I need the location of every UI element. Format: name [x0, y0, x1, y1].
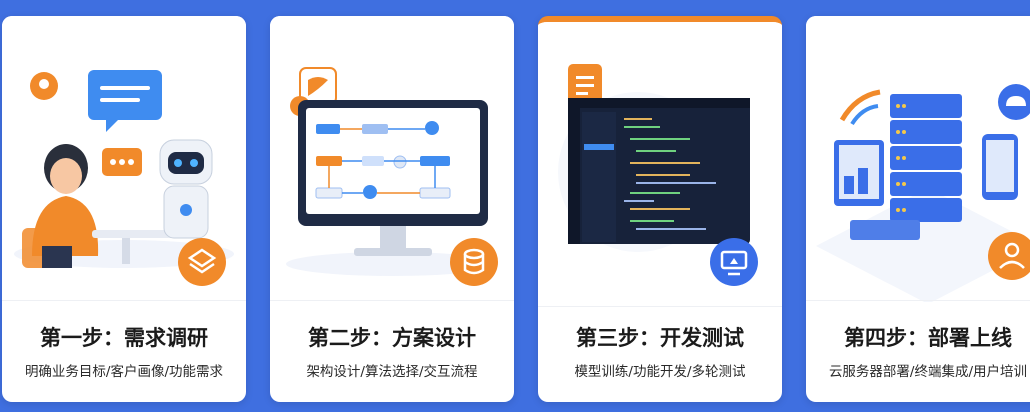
step-card-1: 第一步：需求调研 明确业务目标/客户画像/功能需求	[2, 16, 246, 402]
step-subtitle: 云服务器部署/终端集成/用户培训	[828, 364, 1028, 380]
cloud-icon	[998, 84, 1030, 120]
card-divider	[806, 300, 1030, 301]
monitor-illustration	[298, 100, 488, 256]
robot-illustration	[159, 139, 213, 239]
speech-bubble-icon	[88, 70, 162, 132]
desktop-illustration	[834, 140, 884, 206]
card-divider	[538, 306, 782, 307]
step-card-4: 第四步：部署上线 云服务器部署/终端集成/用户培训	[806, 16, 1030, 402]
layers-icon	[178, 238, 226, 286]
deployment-illustration	[806, 16, 1030, 302]
location-pin-icon	[30, 72, 58, 100]
clipboard-icon	[568, 64, 602, 104]
step-title: 第四步：部署上线	[844, 326, 1012, 350]
chat-bubble-icon	[102, 148, 142, 176]
step-card-3: 第三步：开发测试 模型训练/功能开发/多轮测试	[538, 16, 782, 402]
monitor-icon	[710, 238, 758, 286]
step-subtitle: 架构设计/算法选择/交互流程	[306, 364, 478, 380]
step-card-2: 第二步：方案设计 架构设计/算法选择/交互流程	[270, 16, 514, 402]
step-title: 第三步：开发测试	[576, 326, 744, 350]
development-illustration	[538, 22, 782, 302]
phone-illustration	[982, 134, 1018, 200]
server-rack-illustration	[890, 94, 962, 222]
flowchart-diagram	[315, 121, 451, 199]
card-divider	[270, 300, 514, 301]
code-editor-illustration	[568, 98, 750, 244]
database-icon	[450, 238, 498, 286]
step-title: 第一步：需求调研	[40, 326, 208, 350]
requirements-illustration	[2, 16, 246, 302]
wifi-icon	[839, 89, 881, 126]
step-subtitle: 模型训练/功能开发/多轮测试	[574, 364, 746, 380]
step-title: 第二步：方案设计	[308, 326, 476, 350]
design-illustration	[270, 16, 514, 302]
step-subtitle: 明确业务目标/客户画像/功能需求	[24, 364, 224, 380]
person-illustration	[22, 144, 99, 268]
card-divider	[2, 300, 246, 301]
user-support-icon	[988, 232, 1030, 280]
